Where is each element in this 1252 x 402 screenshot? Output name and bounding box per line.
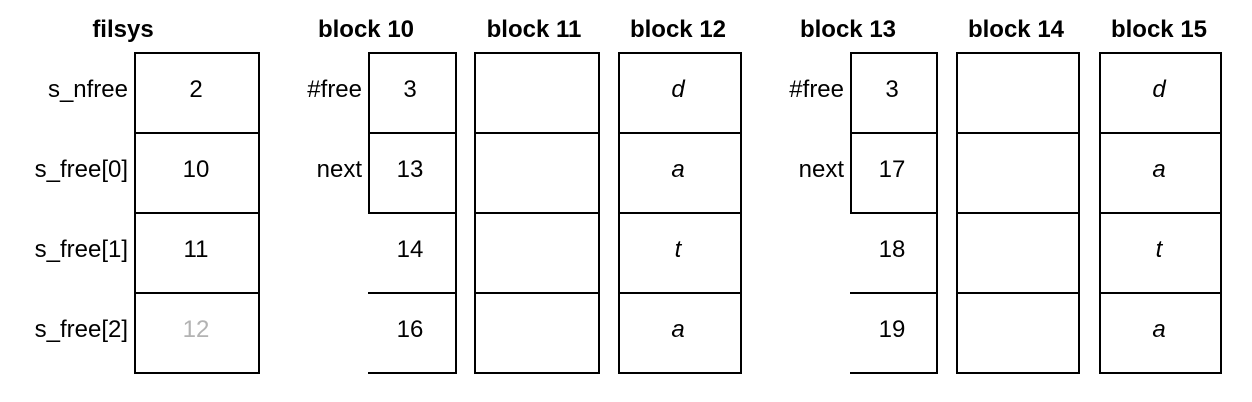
cell-value-block12-1: a <box>671 156 685 183</box>
box-hline-block14-3 <box>956 292 1080 294</box>
box-hline-block12-2 <box>618 212 742 214</box>
cell-value-block15-1: a <box>1152 156 1166 183</box>
box-hline-block12-0 <box>618 52 742 54</box>
box-hline-block13-4 <box>850 372 938 374</box>
row-label-block10-0: #free <box>307 76 362 103</box>
box-hline-block14-0 <box>956 52 1080 54</box>
box-hline-filsys-0 <box>134 52 260 54</box>
box-hline-block13-1 <box>850 132 938 134</box>
box-hline-block13-2 <box>850 212 938 214</box>
box-hline-block15-4 <box>1099 372 1222 374</box>
box-hline-block12-1 <box>618 132 742 134</box>
box-hline-block10-2 <box>368 212 457 214</box>
box-hline-block11-2 <box>474 212 600 214</box>
cell-value-block12-3: a <box>671 316 685 343</box>
box-vline-left-row2-block10 <box>368 132 370 214</box>
row-label-filsys-0: s_nfree <box>47 76 128 103</box>
cell-value-block13-1: 17 <box>878 156 906 183</box>
column-title-block13: block 13 <box>799 16 897 43</box>
box-hline-block10-0 <box>368 52 457 54</box>
box-hline-block13-3 <box>850 292 938 294</box>
cell-value-block12-0: d <box>671 76 685 103</box>
box-hline-block15-3 <box>1099 292 1222 294</box>
cell-value-block15-3: a <box>1152 316 1166 343</box>
cell-value-block15-2: t <box>1155 236 1163 263</box>
column-title-block14: block 14 <box>967 16 1065 43</box>
cell-value-block10-1: 13 <box>396 156 424 183</box>
box-vline-left-block11 <box>474 52 476 374</box>
box-vline-right-block11 <box>598 52 600 374</box>
box-vline-left-filsys <box>134 52 136 374</box>
box-hline-filsys-1 <box>134 132 260 134</box>
box-hline-block13-0 <box>850 52 938 54</box>
cell-value-filsys-0: 2 <box>189 76 203 103</box>
cell-value-block12-2: t <box>674 236 682 263</box>
box-hline-block15-1 <box>1099 132 1222 134</box>
box-hline-block11-3 <box>474 292 600 294</box>
box-hline-block15-2 <box>1099 212 1222 214</box>
box-vline-left-block12 <box>618 52 620 374</box>
row-label-filsys-2: s_free[1] <box>34 236 128 263</box>
box-hline-filsys-4 <box>134 372 260 374</box>
cell-value-block13-3: 19 <box>878 316 906 343</box>
column-title-block12: block 12 <box>629 16 727 43</box>
box-hline-block15-0 <box>1099 52 1222 54</box>
row-label-block10-1: next <box>316 156 362 183</box>
cell-value-filsys-2: 11 <box>183 236 209 263</box>
box-hline-block14-4 <box>956 372 1080 374</box>
cell-value-block10-3: 16 <box>396 316 424 343</box>
box-hline-block10-3 <box>368 292 457 294</box>
row-label-filsys-1: s_free[0] <box>34 156 128 183</box>
box-vline-right-block13 <box>936 52 938 374</box>
cell-value-block15-0: d <box>1152 76 1166 103</box>
box-hline-block12-3 <box>618 292 742 294</box>
column-title-block10: block 10 <box>317 16 415 43</box>
box-vline-left-top-block10 <box>368 52 370 134</box>
box-vline-right-block15 <box>1220 52 1222 374</box>
box-vline-left-block14 <box>956 52 958 374</box>
column-title-block11: block 11 <box>486 16 582 43</box>
box-hline-block12-4 <box>618 372 742 374</box>
box-hline-block11-4 <box>474 372 600 374</box>
box-hline-block11-1 <box>474 132 600 134</box>
box-hline-filsys-2 <box>134 212 260 214</box>
cell-value-block10-2: 14 <box>396 236 424 263</box>
row-label-block13-0: #free <box>789 76 844 103</box>
box-vline-right-filsys <box>258 52 260 374</box>
cell-value-block13-2: 18 <box>878 236 906 263</box>
cell-value-filsys-1: 10 <box>182 156 210 183</box>
row-label-filsys-3: s_free[2] <box>34 316 128 343</box>
box-hline-block14-2 <box>956 212 1080 214</box>
box-hline-block11-0 <box>474 52 600 54</box>
box-vline-right-block12 <box>740 52 742 374</box>
box-vline-right-block14 <box>1078 52 1080 374</box>
box-hline-block10-1 <box>368 132 457 134</box>
column-title-block15: block 15 <box>1110 16 1208 43</box>
box-hline-block10-4 <box>368 372 457 374</box>
column-title-filsys: filsys <box>92 16 154 43</box>
box-hline-block14-1 <box>956 132 1080 134</box>
cell-value-filsys-3: 12 <box>182 316 210 343</box>
box-hline-filsys-3 <box>134 292 260 294</box>
cell-value-block13-0: 3 <box>885 76 899 103</box>
cell-value-block10-0: 3 <box>403 76 417 103</box>
box-vline-left-row2-block13 <box>850 132 852 214</box>
row-label-block13-1: next <box>798 156 844 183</box>
box-vline-right-block10 <box>455 52 457 374</box>
box-vline-left-top-block13 <box>850 52 852 134</box>
box-vline-left-block15 <box>1099 52 1101 374</box>
